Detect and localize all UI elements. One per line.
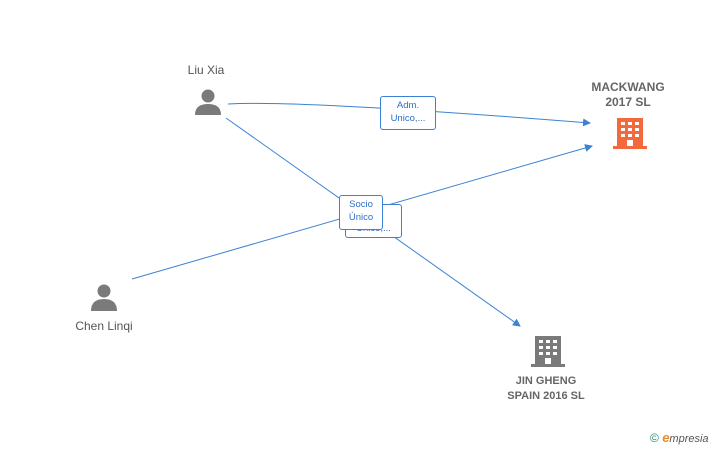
- person-icon-chen-linqi[interactable]: [91, 284, 117, 312]
- empresia-logo-text: mpresia: [669, 433, 709, 445]
- edge-label-socio[interactable]: Socio Único: [339, 195, 383, 230]
- empresia-logo-e: e: [662, 430, 670, 445]
- edge-label-adm-line1: Adm.: [396, 100, 420, 111]
- label-mackwang: MACKWANG 2017 SL: [578, 80, 678, 110]
- label-chen-linqi: Chen Linqi: [75, 319, 133, 333]
- label-mackwang-line2: 2017 SL: [605, 95, 651, 109]
- label-jin-gheng-line2: SPAIN 2016 SL: [507, 390, 585, 402]
- copyright-symbol: ©: [650, 431, 659, 445]
- edge-liu-xia-to-mackwang: [227, 102, 591, 127]
- label-jin-gheng-line1: JIN GHENG: [515, 375, 577, 387]
- label-mackwang-line1: MACKWANG: [591, 80, 665, 94]
- empresia-watermark: © empresia: [650, 430, 709, 445]
- edge-label-adm[interactable]: Adm. Unico,...: [380, 96, 436, 130]
- label-liu-xia: Liu Xia: [187, 63, 225, 77]
- edge-label-adm-line2: Unico,...: [390, 113, 426, 124]
- building-icon-mackwang[interactable]: [613, 118, 647, 149]
- edge-label-socio-line2: Único: [348, 212, 374, 223]
- edge-label-socio-line1: Socio: [349, 199, 373, 210]
- building-icon-jin-gheng[interactable]: [531, 336, 565, 367]
- person-icon-liu-xia[interactable]: [195, 89, 221, 116]
- label-jin-gheng: JIN GHENG SPAIN 2016 SL: [490, 374, 602, 404]
